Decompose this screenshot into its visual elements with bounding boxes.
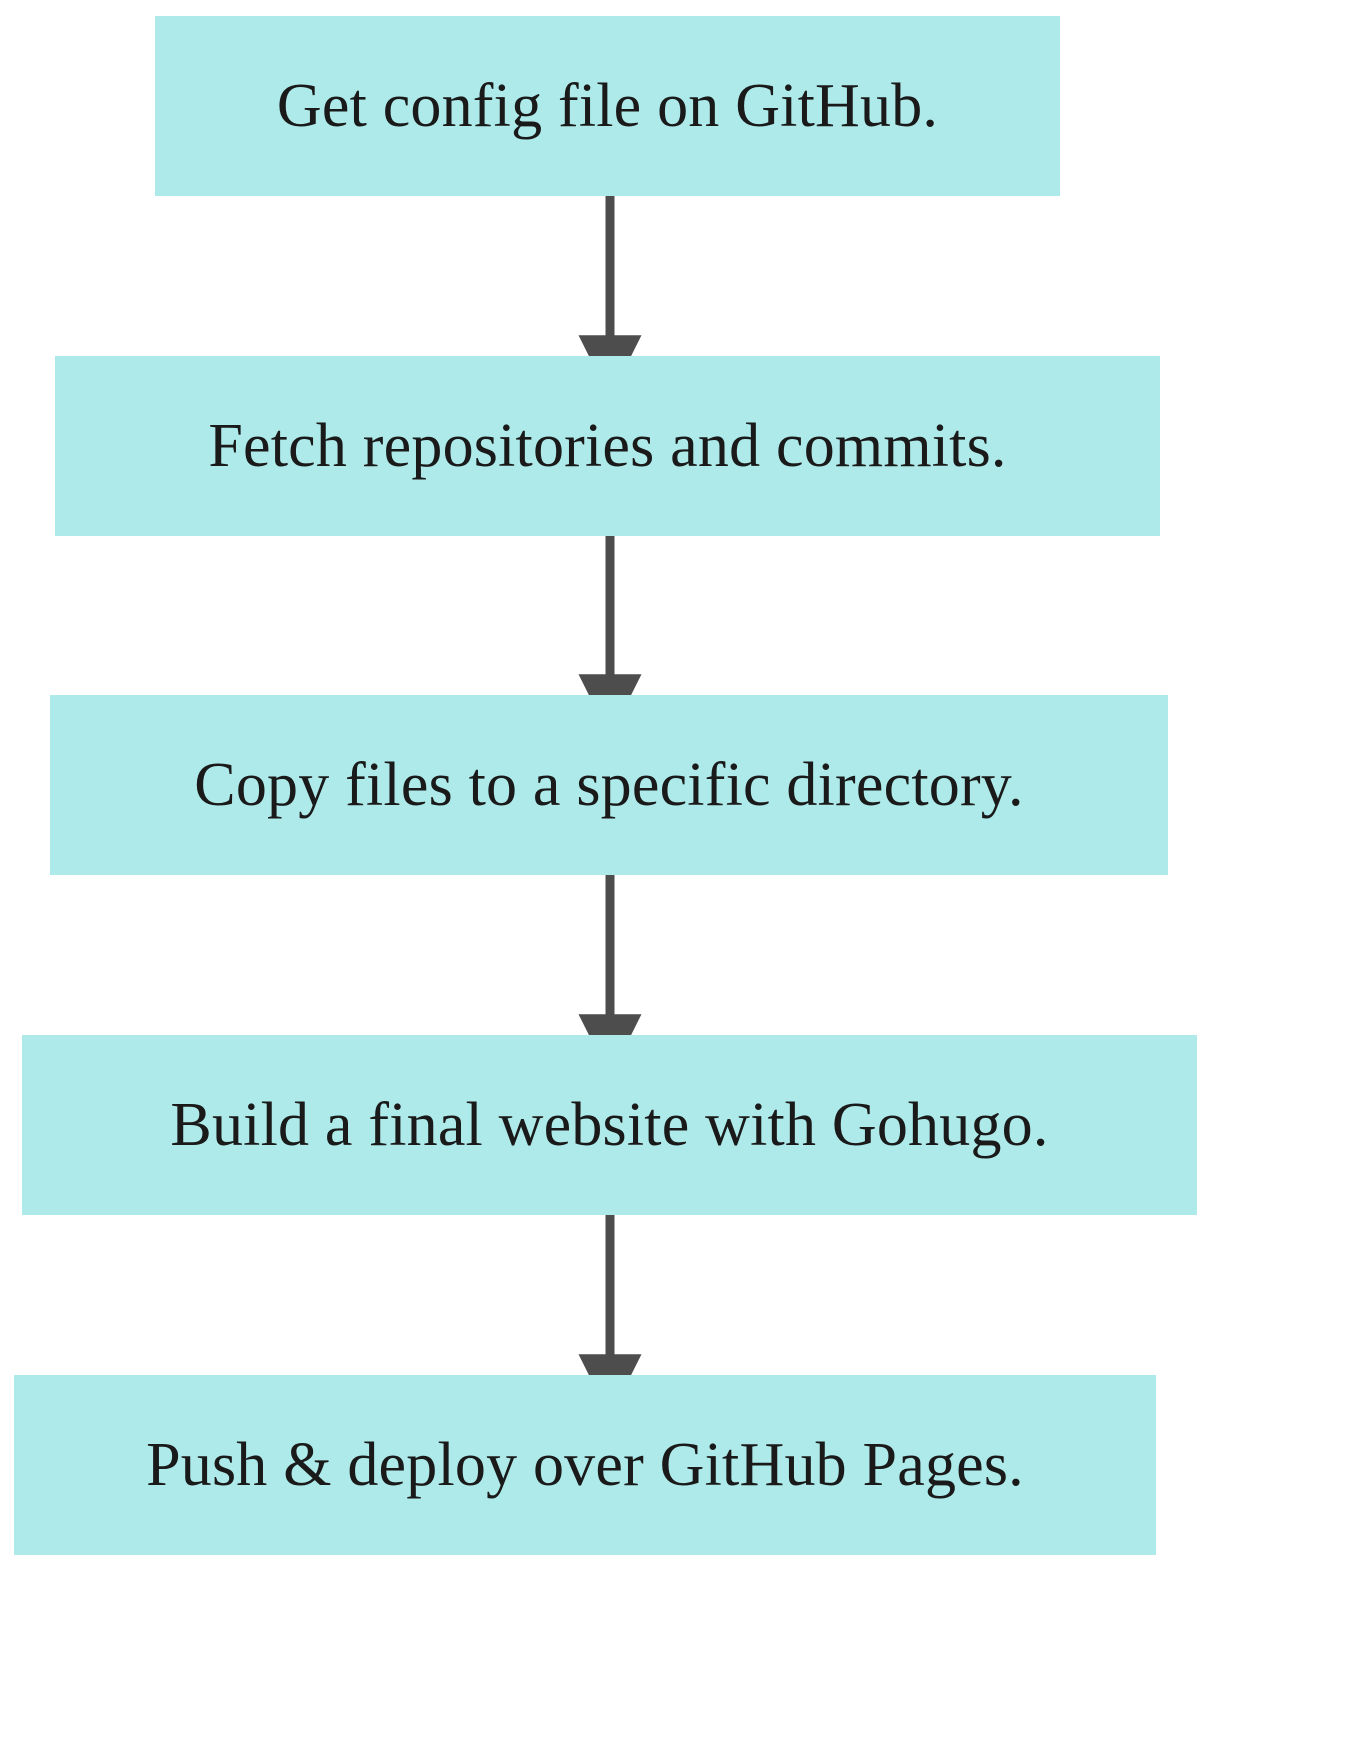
flowchart-node-label: Copy files to a specific directory.: [194, 750, 1024, 819]
flowchart-node-label: Build a final website with Gohugo.: [170, 1090, 1049, 1159]
flowchart-node-label: Push & deploy over GitHub Pages.: [146, 1430, 1024, 1499]
flowchart-node-label: Get config file on GitHub.: [276, 71, 939, 140]
flowchart-node-step-3[interactable]: Copy files to a specific directory.: [50, 695, 1168, 875]
flowchart-node-label: Fetch repositories and commits.: [208, 411, 1007, 480]
flowchart-node-step-2[interactable]: Fetch repositories and commits.: [55, 356, 1160, 536]
flowchart-node-step-5[interactable]: Push & deploy over GitHub Pages.: [14, 1375, 1156, 1555]
flowchart-node-step-4[interactable]: Build a final website with Gohugo.: [22, 1035, 1197, 1215]
flowchart-node-step-1[interactable]: Get config file on GitHub.: [155, 16, 1060, 196]
